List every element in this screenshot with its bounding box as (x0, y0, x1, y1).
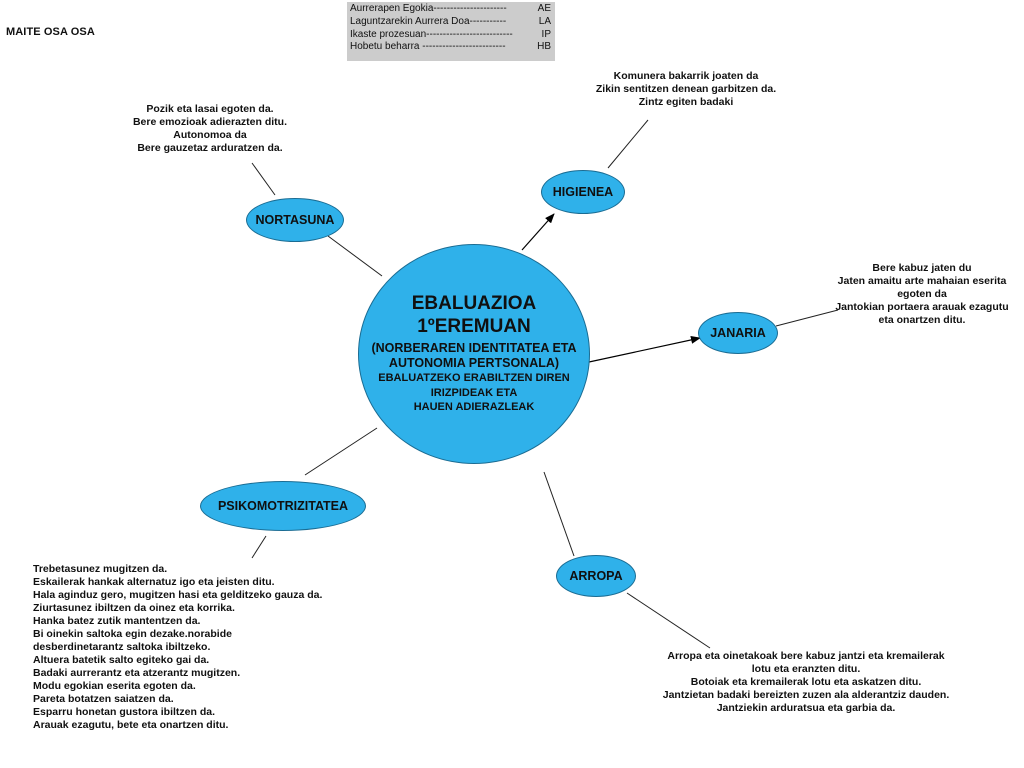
center-node: EBALUAZIOA 1ºEREMUAN (NORBERAREN IDENTIT… (358, 244, 590, 464)
criteria-item: Bere kabuz jaten du (872, 262, 972, 274)
connector-janaria-text (775, 309, 839, 327)
connector-center-arropa (543, 471, 575, 557)
criteria-item: Badaki aurrerantz eta atzerantz mugitzen… (33, 667, 241, 679)
legend-row: Hobetu beharra -------------------------… (350, 41, 555, 54)
legend-label: Aurrerapen Egokia---------------------- (350, 3, 507, 14)
criteria-item: Bere gauzetaz arduratzen da. (137, 142, 283, 154)
criteria-item: Hanka batez zutik mantentzen da. (33, 615, 201, 627)
center-subtitle: AUTONOMIA PERTSONALA) (388, 356, 560, 371)
node-nortasuna-label: NORTASUNA (255, 213, 335, 227)
arrow-center-janaria (588, 335, 701, 363)
node-higienea: HIGIENEA (541, 170, 625, 214)
connector-nortasuna-text (251, 162, 276, 196)
node-janaria: JANARIA (698, 312, 778, 354)
criteria-item: Ziurtasunez ibiltzen da oinez eta korrik… (33, 602, 235, 614)
criteria-higienea: Komunera bakarrik joaten da Zikin sentit… (566, 70, 806, 109)
legend-label: Laguntzarekin Aurrera Doa----------- (350, 15, 507, 27)
criteria-item: Jaten amaitu arte mahaian eserita (837, 275, 1007, 287)
criteria-item: Zintz egiten badaki (638, 96, 734, 108)
legend-code: IP (541, 28, 551, 40)
node-psikomotrizitatea-label: PSIKOMOTRIZITATEA (217, 499, 349, 513)
legend-row: Laguntzarekin Aurrera Doa----------- LA (350, 16, 555, 29)
center-subtitle: (NORBERAREN IDENTITATEA ETA (371, 341, 577, 356)
criteria-arropa: Arropa eta oinetakoak bere kabuz jantzi … (636, 650, 976, 715)
node-arropa: ARROPA (556, 555, 636, 597)
node-arropa-label: ARROPA (569, 569, 623, 583)
criteria-item: Botoiak eta kremailerak lotu eta askatze… (690, 676, 922, 688)
connector-psikomotrizitatea-text (251, 535, 267, 559)
legend-row: Ikaste prozesuan------------------------… (350, 29, 555, 42)
connector-higienea-text (607, 119, 649, 169)
center-description: HAUEN ADIERAZLEAK (413, 401, 535, 414)
criteria-item: Altuera batetik salto egiteko gai da. (33, 654, 210, 666)
legend-box: Aurrerapen Egokia---------------------- … (347, 2, 555, 61)
node-higienea-label: HIGIENEA (552, 185, 614, 199)
node-janaria-label: JANARIA (710, 326, 766, 340)
criteria-item: Zikin sentitzen denean garbitzen da. (595, 83, 777, 95)
criteria-item: Autonomoa da (173, 129, 247, 141)
node-psikomotrizitatea: PSIKOMOTRIZITATEA (200, 481, 366, 531)
legend-code: HB (537, 41, 551, 53)
criteria-item: Esparru honetan gustora ibiltzen da. (33, 706, 216, 718)
legend-label: Ikaste prozesuan------------------------… (350, 28, 513, 40)
criteria-item: egoten da (897, 288, 947, 300)
criteria-nortasuna: Pozik eta lasai egoten da. Bere emozioak… (80, 103, 340, 155)
criteria-psikomotrizitatea: Trebetasunez mugitzen da. Eskailerak han… (33, 563, 363, 732)
center-description: IRIZPIDEAK ETA (430, 386, 518, 399)
criteria-item: lotu eta eranzten ditu. (751, 663, 861, 675)
author-name: MAITE OSA OSA (6, 26, 95, 38)
center-description: EBALUATZEKO ERABILTZEN DIREN (378, 372, 570, 385)
criteria-item: Pozik eta lasai egoten da. (146, 103, 274, 115)
criteria-item: Trebetasunez mugitzen da. (33, 563, 168, 575)
node-nortasuna: NORTASUNA (246, 198, 344, 242)
legend-label: Hobetu beharra ------------------------- (350, 41, 506, 53)
connector-arropa-text (626, 592, 711, 649)
criteria-item: Jantziekin arduratsua eta garbia da. (716, 702, 896, 714)
center-title-area: 1ºEREMUAN (417, 316, 531, 338)
criteria-item: Modu egokian eserita egoten da. (33, 680, 196, 692)
criteria-item: Eskailerak hankak alternatuz igo eta jei… (33, 576, 275, 588)
connector-center-psikomotrizitatea (304, 427, 378, 476)
criteria-item: eta onartzen ditu. (878, 314, 966, 326)
legend-code: AE (537, 3, 551, 14)
criteria-item: Bi oinekin saltoka egin dezake.norabide (33, 628, 232, 640)
connector-center-nortasuna (327, 235, 383, 277)
criteria-item: Jantokian portaera arauak ezagutu (835, 301, 1009, 313)
center-title: EBALUAZIOA (411, 293, 537, 315)
criteria-item: Arropa eta oinetakoak bere kabuz jantzi … (667, 650, 945, 662)
legend-row: Aurrerapen Egokia---------------------- … (350, 3, 555, 16)
legend-code: LA (538, 15, 551, 27)
criteria-item: Arauak ezagutu, bete eta onartzen ditu. (33, 719, 229, 731)
criteria-item: desberdinetarantz saltoka ibiltzeko. (33, 641, 211, 653)
criteria-item: Pareta botatzen saiatzen da. (33, 693, 174, 705)
criteria-janaria: Bere kabuz jaten du Jaten amaitu arte ma… (822, 262, 1022, 327)
arrow-center-higienea (521, 213, 555, 251)
criteria-item: Bere emozioak adierazten ditu. (132, 116, 288, 128)
criteria-item: Komunera bakarrik joaten da (613, 70, 759, 82)
criteria-item: Hala aginduz gero, mugitzen hasi eta gel… (33, 589, 323, 601)
criteria-item: Jantzietan badaki bereizten zuzen ala al… (662, 689, 950, 701)
